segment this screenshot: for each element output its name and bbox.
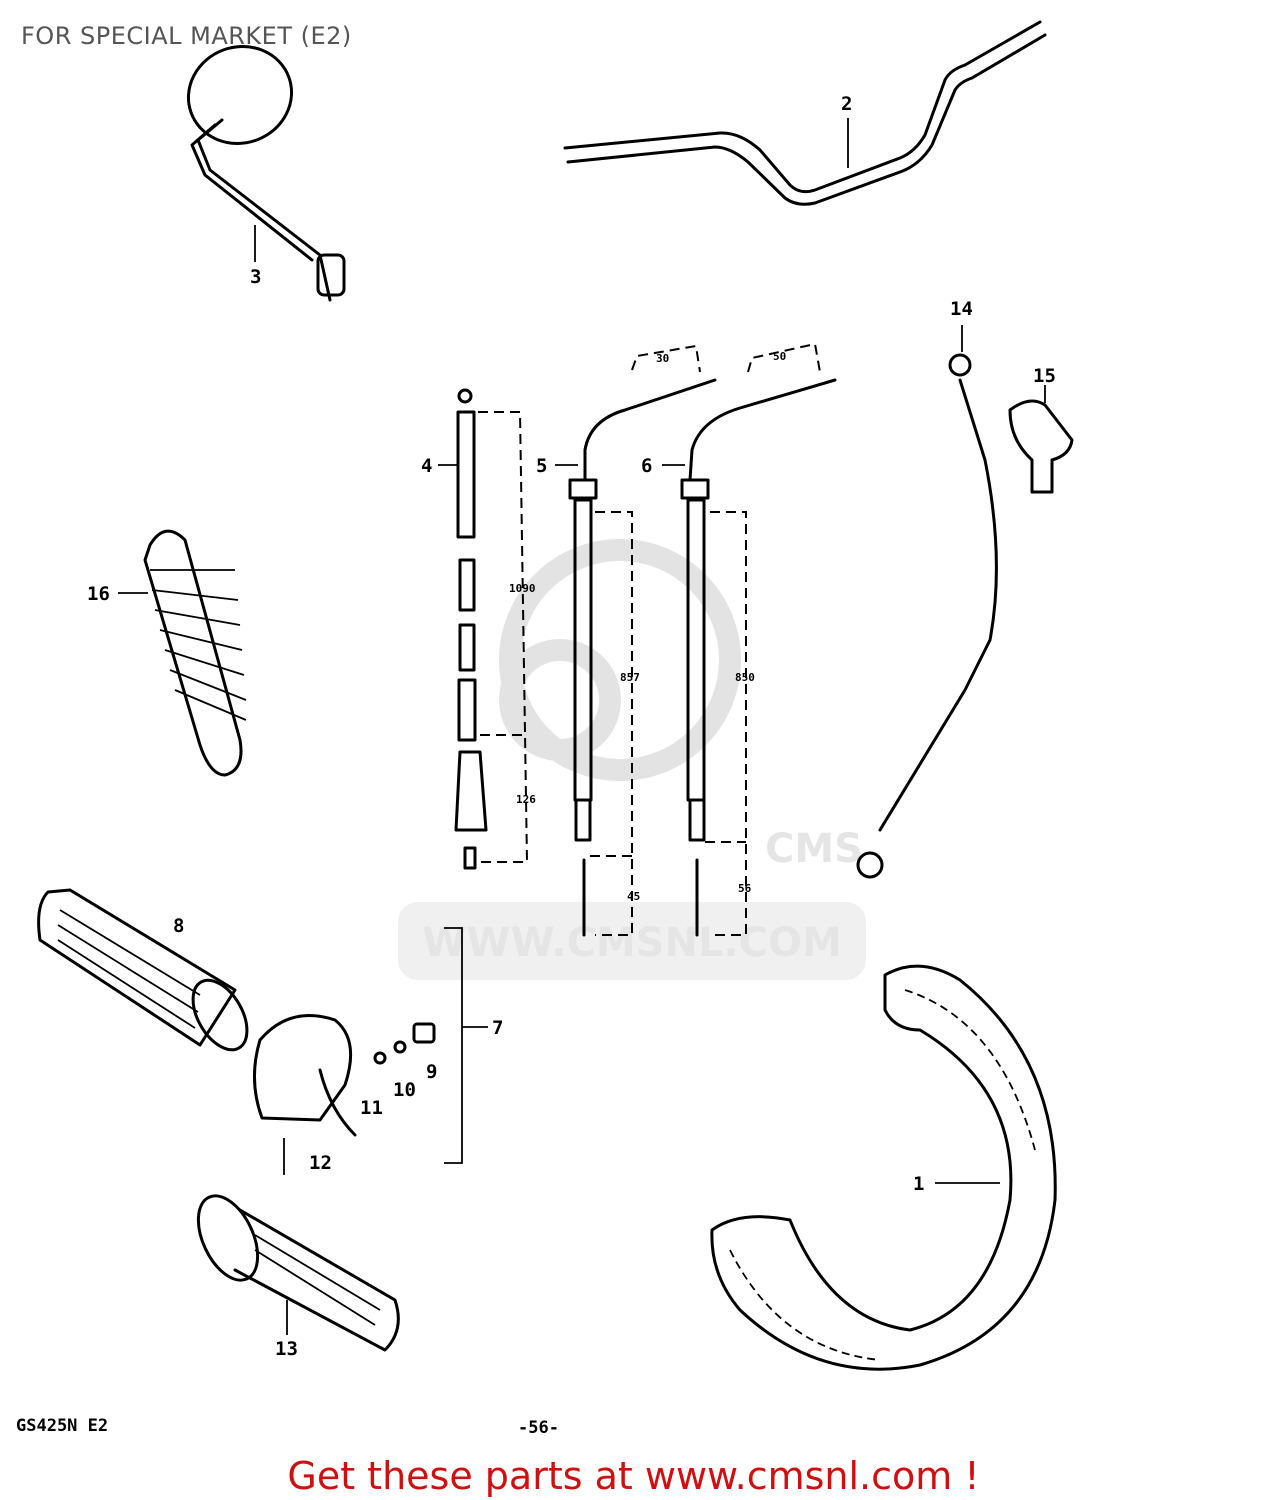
brake-hose-part[interactable] bbox=[856, 325, 998, 879]
cable-6-part[interactable] bbox=[662, 342, 837, 937]
mirror-part[interactable] bbox=[175, 32, 346, 302]
callout-3: 3 bbox=[250, 266, 261, 288]
callout-11: 11 bbox=[360, 1097, 383, 1119]
dim-cable5-tip: 30 bbox=[656, 352, 669, 365]
callout-15: 15 bbox=[1033, 365, 1056, 387]
dim-cable4-end: 126 bbox=[516, 793, 536, 806]
callout-7: 7 bbox=[492, 1017, 503, 1039]
page-title: FOR SPECIAL MARKET (E2) bbox=[21, 22, 352, 50]
callout-12: 12 bbox=[309, 1152, 332, 1174]
dim-cable5-end: 45 bbox=[627, 890, 640, 903]
callout-6: 6 bbox=[641, 455, 652, 477]
callout-16: 16 bbox=[87, 583, 110, 605]
callout-2: 2 bbox=[841, 93, 852, 115]
cable-4-part[interactable] bbox=[438, 388, 529, 870]
cap-part[interactable] bbox=[1008, 385, 1074, 494]
callout-5: 5 bbox=[536, 455, 547, 477]
watermark-logo: CMS bbox=[765, 826, 863, 872]
callout-1: 1 bbox=[913, 1173, 924, 1195]
right-grip-part[interactable] bbox=[37, 888, 258, 1059]
left-grip-part[interactable] bbox=[186, 1187, 400, 1352]
callout-8: 8 bbox=[173, 915, 184, 937]
callout-4: 4 bbox=[421, 455, 432, 477]
callout-labels: 1 2 3 4 5 6 7 8 9 10 11 12 13 14 15 16 bbox=[87, 93, 1056, 1360]
cmsnl-parts-link[interactable]: Get these parts at www.cmsnl.com ! bbox=[287, 1454, 980, 1498]
callout-9: 9 bbox=[426, 1061, 437, 1083]
dim-cable6-end: 56 bbox=[738, 882, 752, 895]
shock-absorber-part[interactable] bbox=[118, 529, 247, 777]
callout-14: 14 bbox=[950, 298, 973, 320]
dim-cable4-total: 1090 bbox=[509, 582, 536, 595]
cable-5-part[interactable] bbox=[555, 344, 717, 937]
dim-cable6-total: 850 bbox=[735, 671, 755, 684]
callout-13: 13 bbox=[275, 1338, 298, 1360]
callout-10: 10 bbox=[393, 1079, 416, 1101]
dim-cable6-tip: 50 bbox=[773, 350, 786, 363]
model-code: GS425N E2 bbox=[16, 1416, 108, 1436]
page-number: -56- bbox=[518, 1418, 559, 1438]
throttle-housing-part[interactable] bbox=[252, 927, 488, 1175]
dim-cable5-total: 857 bbox=[620, 671, 640, 684]
cmsnl-watermark: WWW.CMSNL.COM CMS bbox=[398, 539, 866, 980]
tire-part[interactable] bbox=[710, 964, 1057, 1371]
handlebar-part[interactable] bbox=[563, 20, 1047, 206]
